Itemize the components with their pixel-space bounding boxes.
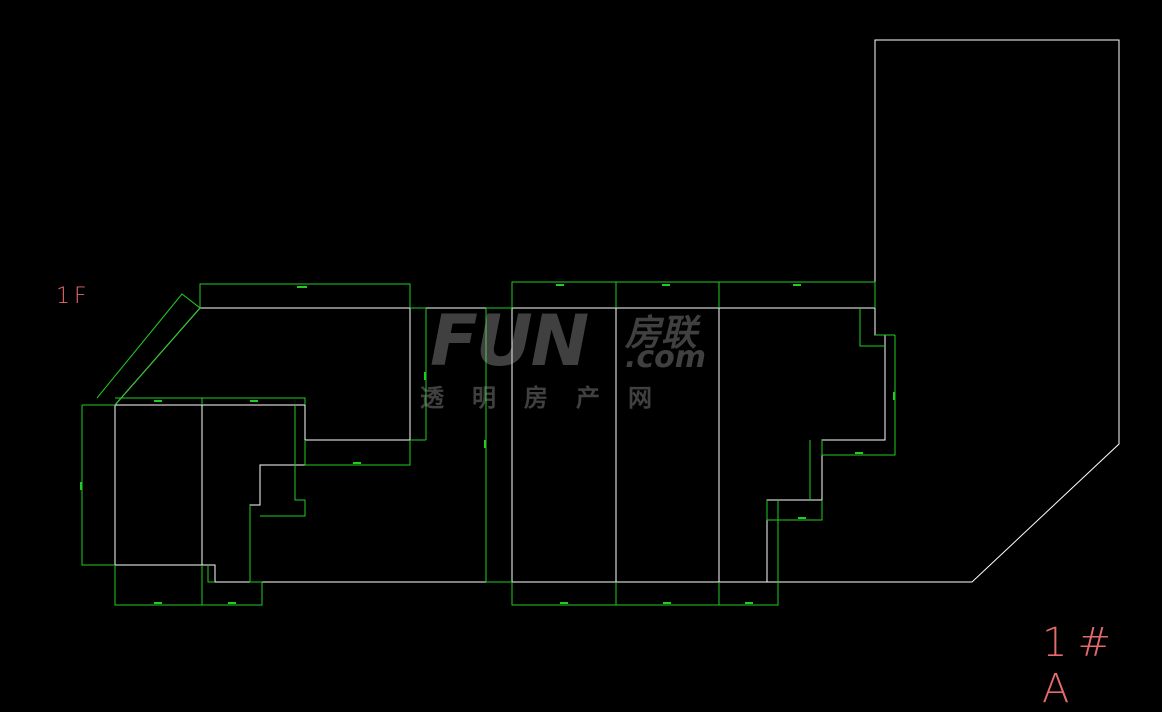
dim-left-step [260, 405, 306, 517]
dim-top-left [199, 283, 411, 308]
dim-text-mark [154, 602, 162, 604]
dim-text-mark [745, 602, 753, 604]
dim-text-mark [154, 400, 162, 402]
dim-bottom-mid [511, 500, 779, 606]
dim-text-mark [80, 482, 82, 490]
dim-text-mark [855, 452, 863, 454]
dimension-text-marks [80, 284, 895, 604]
floor-label: 1F [56, 284, 91, 309]
dim-text-mark [556, 284, 564, 286]
dim-text-mark [228, 602, 236, 604]
dim-text-mark [798, 517, 806, 519]
floor-plan-canvas [80, 39, 1120, 606]
dimension-lines [81, 281, 896, 606]
building-outline [114, 39, 1120, 583]
dim-text-mark [662, 284, 670, 286]
dim-text-mark [424, 372, 426, 380]
dim-small [207, 565, 215, 583]
dim-left-height [81, 405, 115, 566]
dim-top-right [511, 281, 876, 308]
dim-left-mid [304, 440, 411, 466]
left-step-wall [115, 404, 306, 582]
building-label: 1# A [1042, 620, 1121, 712]
left-upper-wall [305, 308, 411, 441]
dim-text-mark [250, 400, 258, 402]
dim-text-mark [484, 440, 486, 448]
outer-wall [114, 39, 1120, 583]
dim-right-top [859, 308, 885, 347]
dim-text-mark [297, 286, 307, 288]
dim-text-mark [663, 602, 671, 604]
right-step-wall [766, 308, 886, 582]
dim-right-step-low [766, 500, 823, 521]
dim-left-bottom [114, 505, 263, 606]
dim-right-step-high [821, 335, 896, 456]
dim-text-mark [560, 602, 568, 604]
dim-left-top [115, 397, 306, 405]
dim-text-mark [353, 462, 361, 464]
dim-diagonal [96, 293, 201, 406]
dim-text-mark [893, 392, 895, 400]
dim-text-mark [793, 284, 801, 286]
